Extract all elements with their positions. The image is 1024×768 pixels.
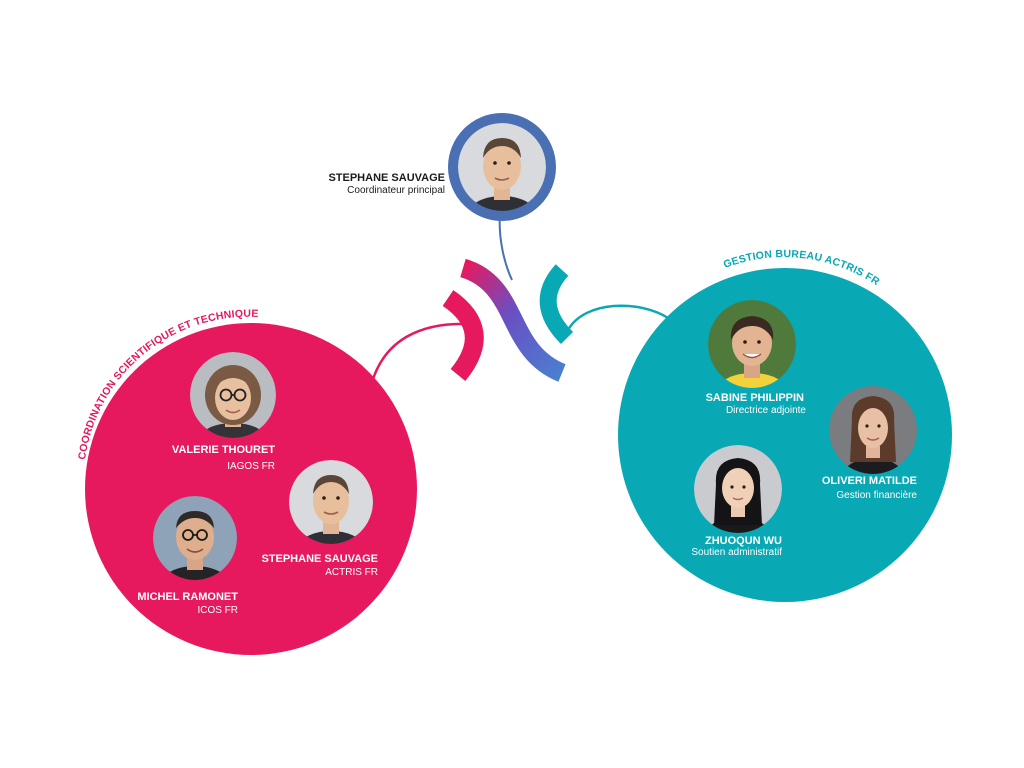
member-role: ACTRIS FR — [325, 567, 378, 578]
office-connector-line — [566, 304, 669, 331]
man-short-hair-avatar-icon — [458, 123, 546, 211]
member-oliveri-matilde: OLIVERI MATILDE Gestion financière — [822, 386, 917, 501]
member-michel-ramonet: MICHEL RAMONET ICOS FR — [137, 496, 238, 616]
member-role: Directrice adjointe — [726, 405, 806, 416]
actris-logo-icon — [442, 258, 574, 382]
member-name: VALERIE THOURET — [172, 444, 275, 456]
logo-teal-arc — [539, 264, 574, 345]
woman-long-hair-avatar-icon — [829, 386, 917, 474]
member-stephane-sauvage: STEPHANE SAUVAGE ACTRIS FR — [261, 460, 378, 578]
member-name: ZHUOQUN WU — [705, 535, 782, 547]
man-short-hair-avatar-icon — [289, 460, 373, 544]
member-valerie-thouret: VALERIE THOURET IAGOS FR — [172, 352, 276, 472]
member-name: OLIVERI MATILDE — [822, 475, 917, 487]
woman-dark-hair-avatar-icon — [694, 445, 782, 533]
coordinator-node: STEPHANE SAUVAGE Coordinateur principal — [328, 113, 556, 221]
member-role: Soutien administratif — [691, 547, 782, 558]
logo-gradient-ribbon — [459, 258, 567, 382]
member-name: MICHEL RAMONET — [137, 591, 238, 603]
member-role: Gestion financière — [836, 490, 917, 501]
coordinator-role: Coordinateur principal — [347, 185, 445, 196]
coordinator-name: STEPHANE SAUVAGE — [328, 172, 445, 184]
member-name: STEPHANE SAUVAGE — [261, 553, 378, 565]
logo-pink-arc — [442, 290, 484, 382]
office-group-circle — [618, 268, 952, 602]
woman-glasses-avatar-icon — [190, 352, 276, 438]
scientific-group-circle — [85, 323, 417, 655]
coordinator-connector-line — [498, 211, 513, 281]
man-glasses-avatar-icon — [153, 496, 237, 580]
scientific-connector-line — [370, 322, 471, 383]
member-zhuoqun-wu: ZHUOQUN WU Soutien administratif — [691, 445, 782, 558]
member-role: IAGOS FR — [227, 461, 275, 472]
member-sabine-philippin: SABINE PHILIPPIN Directrice adjointe — [706, 300, 806, 416]
member-name: SABINE PHILIPPIN — [706, 392, 804, 404]
member-role: ICOS FR — [197, 605, 238, 616]
woman-yellow-top-avatar-icon — [708, 300, 796, 388]
